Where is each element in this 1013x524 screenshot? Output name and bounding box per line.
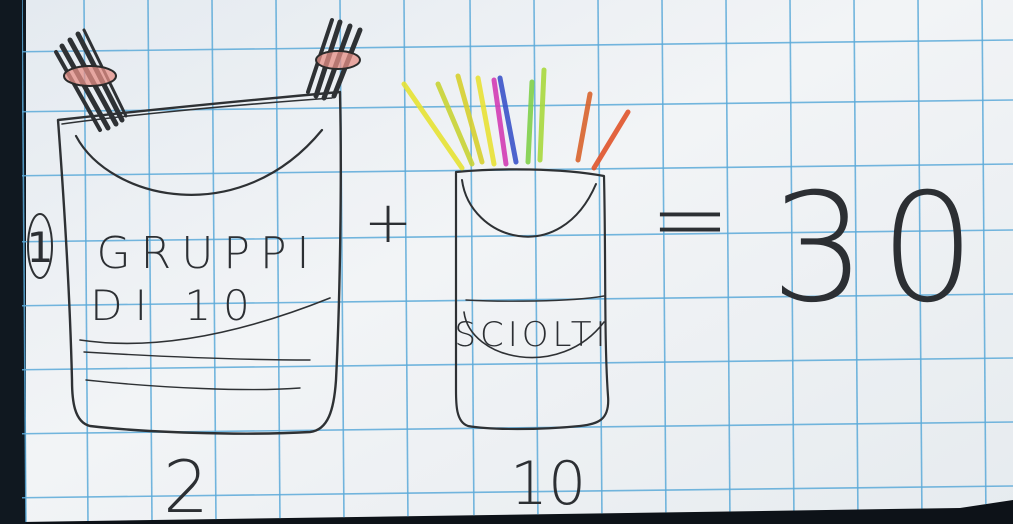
equals-sign: = <box>650 163 730 275</box>
left-bag-label-line2: DI 10 <box>90 281 262 330</box>
right-bag-count: 10 <box>510 449 586 519</box>
result-number: 30 <box>771 162 990 336</box>
circled-number: 1 <box>27 223 54 272</box>
plus-sign: + <box>364 188 413 256</box>
right-bag-label: SCIOLTI <box>454 315 609 355</box>
left-bag-label-line1: GRUPPI <box>97 228 320 279</box>
left-bag-count: 2 <box>163 445 209 524</box>
